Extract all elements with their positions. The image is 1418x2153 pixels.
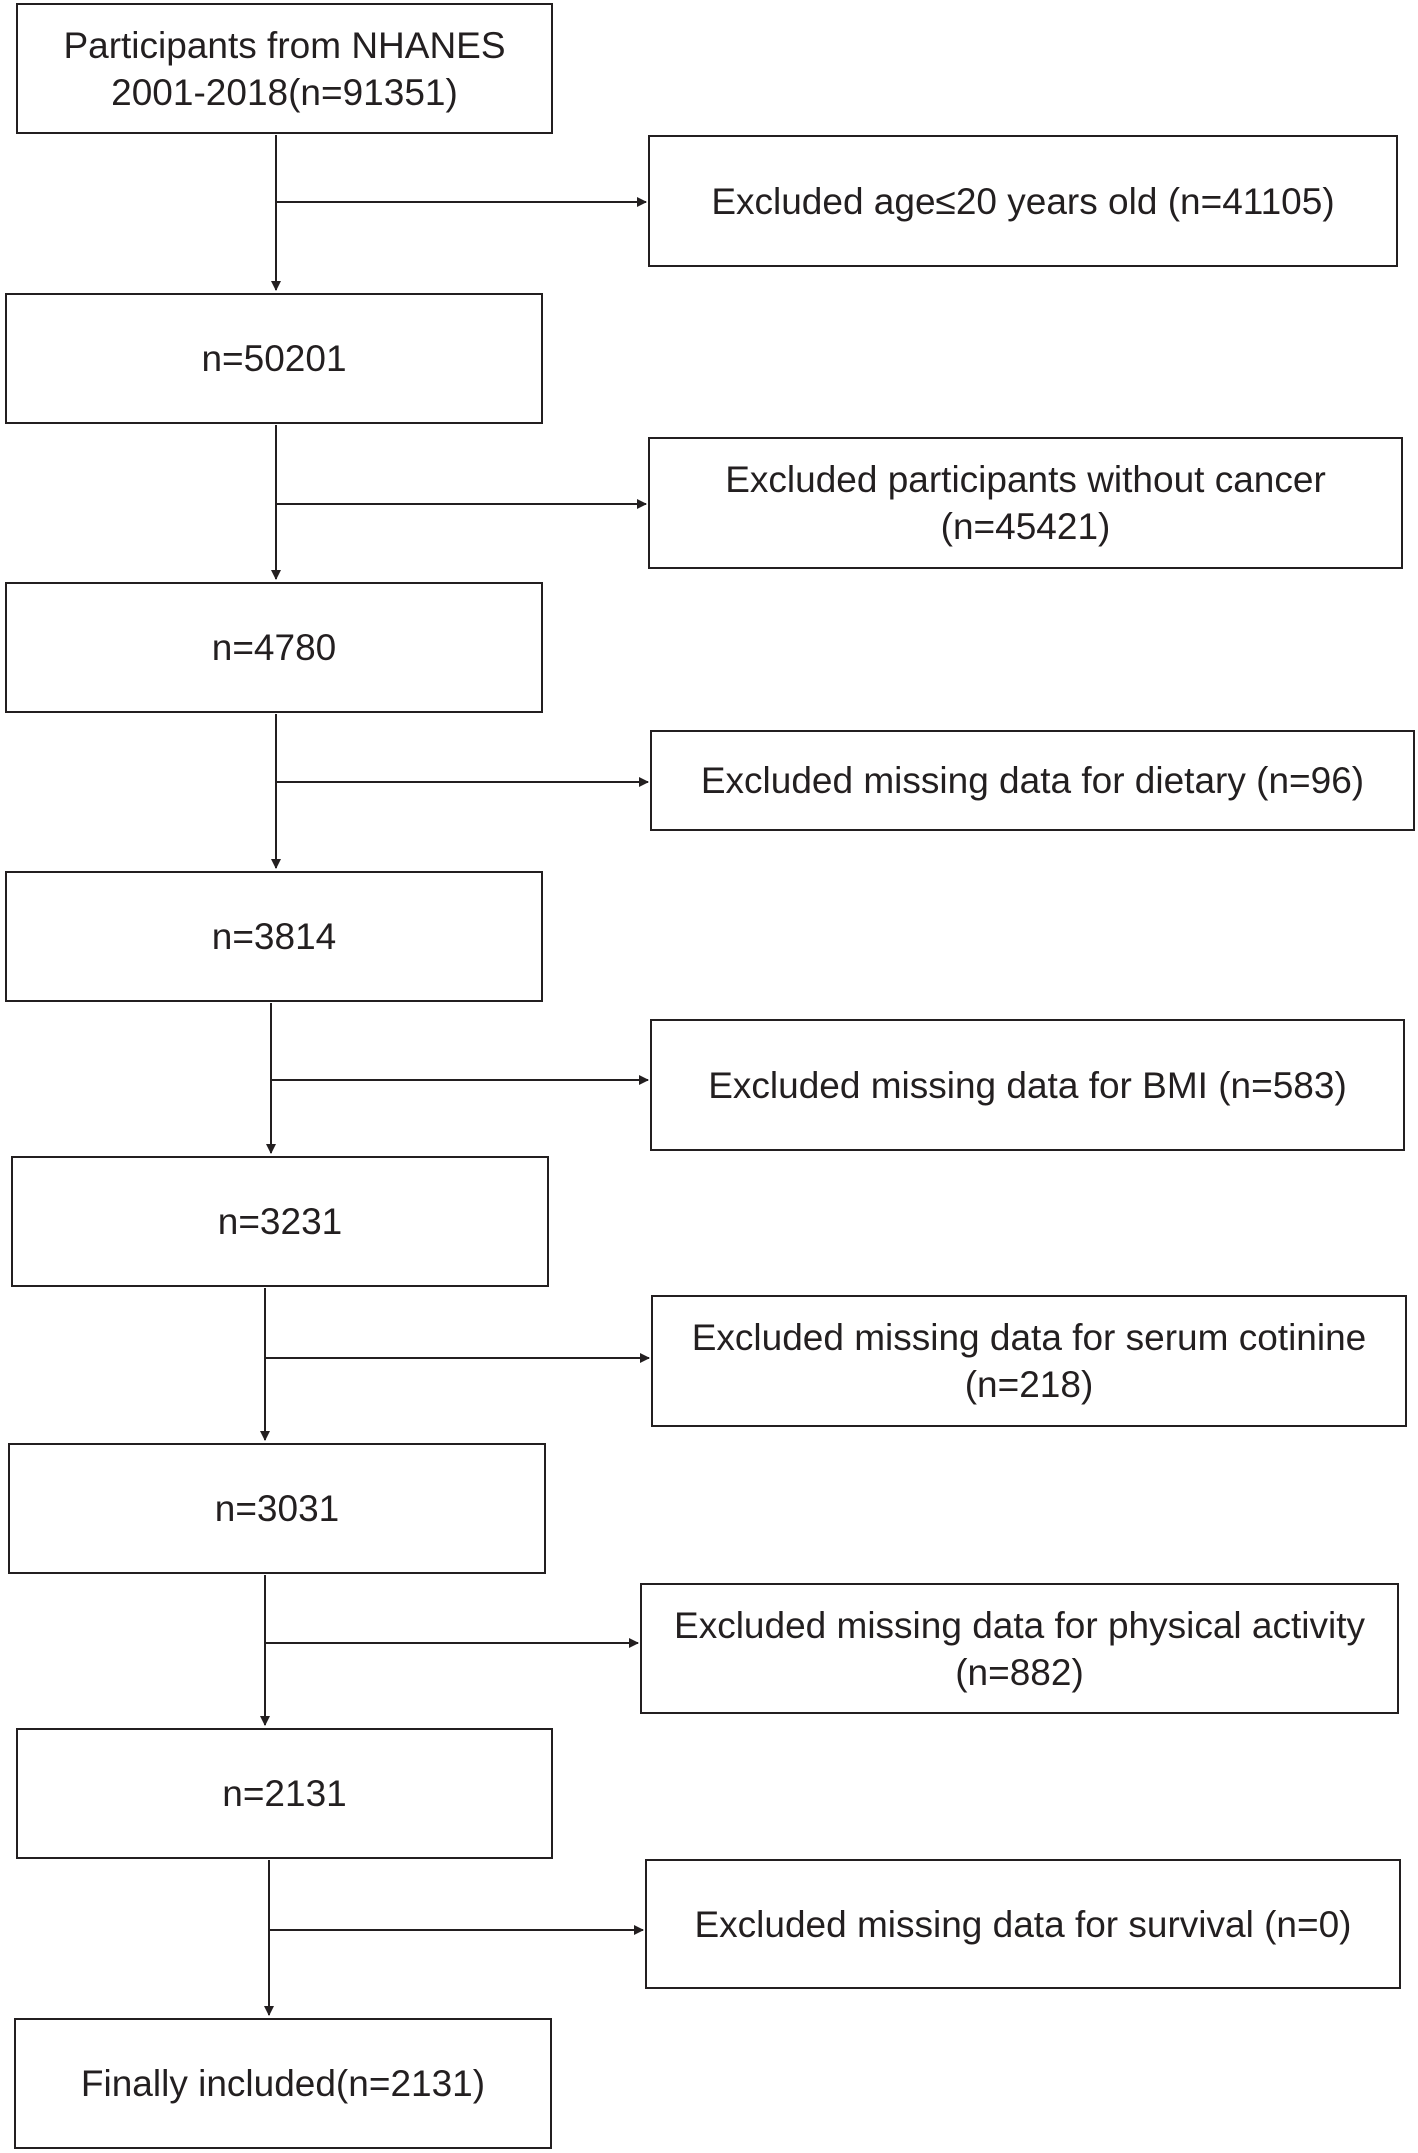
main-step-3-text: n=4780: [211, 627, 337, 668]
exclusion-text-cotinine: Excluded missing data for serum cotinine…: [691, 1317, 1367, 1405]
main-step-2-text: n=50201: [201, 338, 347, 379]
exclusion-box-physical-activity: Excluded missing data for physical activ…: [640, 1583, 1399, 1714]
main-step-8: Finally included(n=2131): [14, 2018, 552, 2149]
main-step-4: n=3814: [5, 871, 543, 1002]
main-step-4-text: n=3814: [211, 916, 337, 957]
main-step-7: n=2131: [16, 1728, 553, 1859]
main-step-5-text: n=3231: [217, 1201, 343, 1242]
exclusion-box-survival: Excluded missing data for survival (n=0): [645, 1859, 1401, 1989]
exclusion-text-survival: Excluded missing data for survival (n=0): [694, 1903, 1352, 1945]
exclusion-box-age: Excluded age≤20 years old (n=41105): [648, 135, 1398, 267]
exclusion-box-dietary: Excluded missing data for dietary (n=96): [650, 730, 1415, 831]
exclusion-text-physical-activity: Excluded missing data for physical activ…: [674, 1604, 1365, 1693]
main-step-1: Participants from NHANES 2001-2018(n=913…: [16, 3, 553, 134]
exclusion-box-no-cancer: Excluded participants without cancer (n=…: [648, 437, 1403, 569]
exclusion-box-bmi: Excluded missing data for BMI (n=583): [650, 1019, 1405, 1151]
main-step-6-text: n=3031: [214, 1488, 340, 1529]
main-step-5: n=3231: [11, 1156, 549, 1287]
main-step-7-text: n=2131: [222, 1773, 347, 1814]
exclusion-text-age: Excluded age≤20 years old (n=41105): [711, 180, 1335, 222]
exclusion-text-dietary: Excluded missing data for dietary (n=96): [700, 760, 1365, 801]
exclusion-box-cotinine: Excluded missing data for serum cotinine…: [651, 1295, 1407, 1427]
exclusion-text-bmi: Excluded missing data for BMI (n=583): [708, 1064, 1347, 1106]
main-step-6: n=3031: [8, 1443, 546, 1574]
main-step-2: n=50201: [5, 293, 543, 424]
exclusion-text-no-cancer: Excluded participants without cancer (n=…: [725, 459, 1326, 547]
main-step-1-text: Participants from NHANES 2001-2018(n=913…: [63, 24, 506, 113]
main-step-3: n=4780: [5, 582, 543, 713]
main-step-8-text: Finally included(n=2131): [80, 2063, 486, 2104]
